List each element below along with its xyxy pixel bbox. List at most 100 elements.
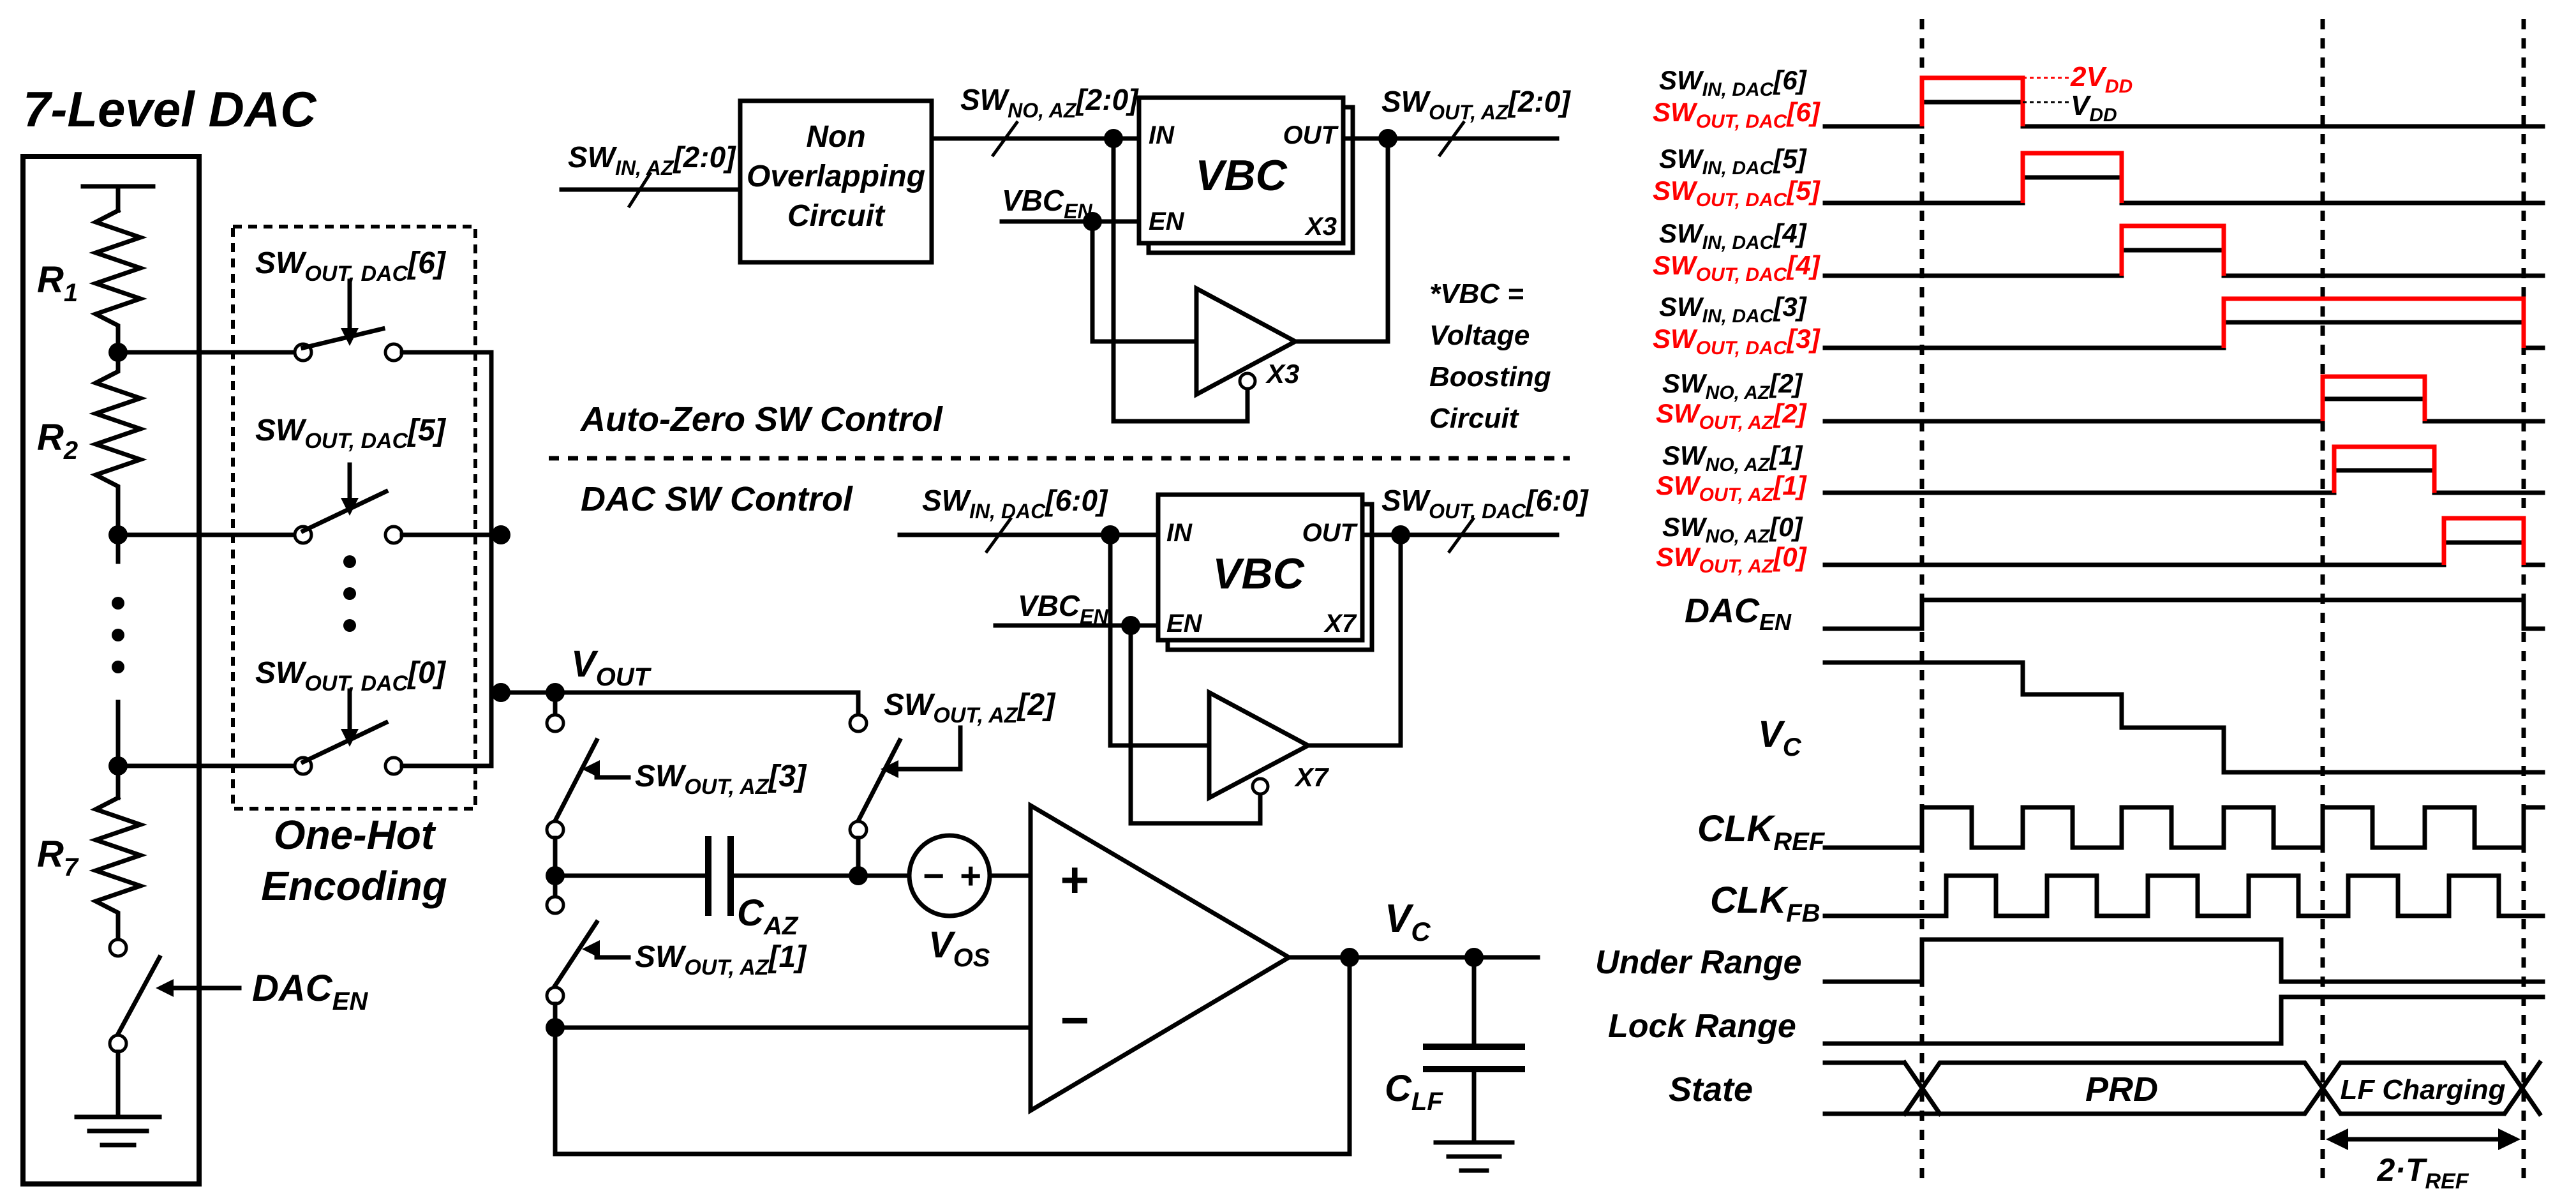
tref-label: 2·TREF xyxy=(2377,1152,2469,1194)
vbc-x3-instance: X3 xyxy=(1304,213,1337,241)
op-amp-plus: + xyxy=(1059,851,1089,908)
buffer-x7-label: X7 xyxy=(1294,762,1329,792)
row-4-top: SWIN, DAC[4] xyxy=(1659,218,1808,253)
r2-label: R2 xyxy=(37,417,78,465)
row-6-bottom: SWOUT, DAC[6] xyxy=(1653,97,1821,132)
overlapping-label: Overlapping xyxy=(747,160,925,193)
sw-out-dac-0-label: SWOUT, DAC[0] xyxy=(255,656,447,696)
prd-label: PRD xyxy=(2085,1070,2158,1109)
under-range-waveform xyxy=(1822,937,2545,984)
vc-timing-label: VC xyxy=(1758,714,1802,761)
dacen-timing-label: DACEN xyxy=(1685,592,1792,635)
lock-range-waveform xyxy=(1822,994,2545,1046)
state-waveform xyxy=(1822,1059,2543,1117)
clkfb-waveform xyxy=(1822,873,2545,918)
non-label: Non xyxy=(806,120,865,154)
vbc-x7-in-pin: IN xyxy=(1166,519,1193,547)
sw-out-dac-5-label: SWOUT, DAC[5] xyxy=(255,414,447,453)
lock-range-label: Lock Range xyxy=(1608,1008,1796,1045)
caz-label: CAZ xyxy=(737,892,799,940)
sw-in-az-label: SWIN, AZ[2:0] xyxy=(568,140,736,179)
clkref-waveform xyxy=(1822,805,2545,850)
circuit-label: Circuit xyxy=(787,199,886,233)
clkref-label: CLKREF xyxy=(1697,808,1826,856)
buffer-x3-label: X3 xyxy=(1265,359,1299,389)
vdd-label: VDD xyxy=(2071,90,2117,126)
timing-row-labels: SWIN, DAC[6] SWOUT, DAC[6] SWIN, DAC[5] … xyxy=(1653,65,1821,577)
vbc-x3-en-pin: EN xyxy=(1149,207,1185,236)
auto-zero-control: SWIN, AZ[2:0] Non Overlapping Circuit SW… xyxy=(549,83,1571,461)
vbc-x3-out-pin: OUT xyxy=(1283,121,1339,149)
vc-waveform xyxy=(1822,660,2545,775)
vout-label: VOUT xyxy=(571,643,652,691)
row-5-top: SWIN, DAC[5] xyxy=(1659,144,1808,179)
vbc-x7-out-pin: OUT xyxy=(1302,519,1359,547)
row-az2-bottom: SWOUT, AZ[2] xyxy=(1656,398,1808,433)
row-3-top: SWIN, DAC[3] xyxy=(1659,292,1808,327)
switch-waveforms xyxy=(1822,75,2545,567)
vbc-block-x7 xyxy=(1156,492,1365,643)
sw-out-dac-bus-label: SWOUT, DAC[6:0] xyxy=(1381,484,1589,523)
sw-out-az-label: SWOUT, AZ[2:0] xyxy=(1381,85,1571,124)
dac-sw-control: DAC SW Control SWIN, DAC[6:0] IN OUT VBC… xyxy=(581,480,1589,826)
vbc-note-1: *VBC = xyxy=(1429,278,1524,310)
vos-plus: + xyxy=(959,855,981,897)
vbc-en-dac-label: VBCEN xyxy=(1018,589,1108,628)
sw-out-az-3-label: SWOUT, AZ[3] xyxy=(635,760,807,799)
row-6-top: SWIN, DAC[6] xyxy=(1659,65,1808,100)
r1-label: R1 xyxy=(37,259,78,307)
sw-out-dac-6-label: SWOUT, DAC[6] xyxy=(255,246,447,286)
op-amp xyxy=(1028,801,1293,1115)
under-range-label: Under Range xyxy=(1595,944,1802,981)
row-az0-top: SWNO, AZ[0] xyxy=(1662,512,1804,547)
op-amp-minus: − xyxy=(1059,992,1089,1048)
vbc-x7-en-pin: EN xyxy=(1166,610,1203,638)
vbc-x3-in-pin: IN xyxy=(1149,121,1175,149)
two-vdd-label: 2VDD xyxy=(2070,61,2133,97)
vbc-x7-label: VBC xyxy=(1212,550,1304,598)
vbc-x7-instance: X7 xyxy=(1323,610,1357,638)
row-az1-top: SWNO, AZ[1] xyxy=(1662,440,1804,475)
one-hot-encoding-box xyxy=(231,225,477,811)
row-az0-bottom: SWOUT, AZ[0] xyxy=(1656,542,1808,577)
sw-no-az-label: SWNO, AZ[2:0] xyxy=(960,83,1139,122)
lf-charging-label: LF Charging xyxy=(2340,1074,2505,1105)
buffer-x7 xyxy=(1207,689,1313,802)
resistor-r1 xyxy=(89,207,147,355)
row-5-bottom: SWOUT, DAC[5] xyxy=(1653,176,1821,211)
sw-out-az-1-label: SWOUT, AZ[1] xyxy=(635,940,807,980)
vos-label: VOS xyxy=(928,924,990,972)
row-az1-bottom: SWOUT, AZ[1] xyxy=(1656,470,1808,505)
vbc-x3-label: VBC xyxy=(1195,151,1287,200)
dac-block: 7-Level DAC R1 R2 R7 DACEN xyxy=(20,81,558,1187)
vbc-note-4: Circuit xyxy=(1429,403,1520,434)
dac-title: 7-Level DAC xyxy=(23,81,317,137)
sw-in-dac-bus-label: SWIN, DAC[6:0] xyxy=(922,484,1108,523)
dacen-waveform xyxy=(1822,597,2545,631)
one-hot-label: One-Hot xyxy=(274,812,436,858)
vbc-note-3: Boosting xyxy=(1429,361,1551,393)
resistor-r2 xyxy=(89,350,147,537)
auto-zero-control-label: Auto-Zero SW Control xyxy=(579,400,943,438)
dac-sw-control-label: DAC SW Control xyxy=(581,480,853,518)
resistor-r7 xyxy=(89,795,147,941)
timing-diagram: SWIN, DAC[6] SWOUT, DAC[6] SWIN, DAC[5] … xyxy=(1595,19,2545,1194)
vbc-block-x3 xyxy=(1136,95,1346,246)
encoding-label: Encoding xyxy=(261,863,447,909)
sw-out-az-2-label: SWOUT, AZ[2] xyxy=(884,688,1056,728)
clkfb-label: CLKFB xyxy=(1710,880,1820,927)
dac-en-label: DACEN xyxy=(252,968,368,1015)
dac-frame xyxy=(20,154,202,1187)
state-label: State xyxy=(1669,1070,1753,1109)
row-3-bottom: SWOUT, DAC[3] xyxy=(1653,324,1821,359)
row-az2-top: SWNO, AZ[2] xyxy=(1662,368,1804,403)
vbc-note-2: Voltage xyxy=(1429,320,1530,351)
clf-label: CLF xyxy=(1385,1068,1443,1116)
vos-minus: − xyxy=(922,855,944,897)
buffer-x3 xyxy=(1194,285,1300,398)
non-overlapping-block xyxy=(738,98,934,265)
row-4-bottom: SWOUT, DAC[4] xyxy=(1653,250,1821,285)
r7-label: R7 xyxy=(37,834,79,881)
amplifier-section: VOUT SWOUT, AZ[2] SWOUT, AZ[3] CAZ − + V… xyxy=(545,643,1540,1173)
